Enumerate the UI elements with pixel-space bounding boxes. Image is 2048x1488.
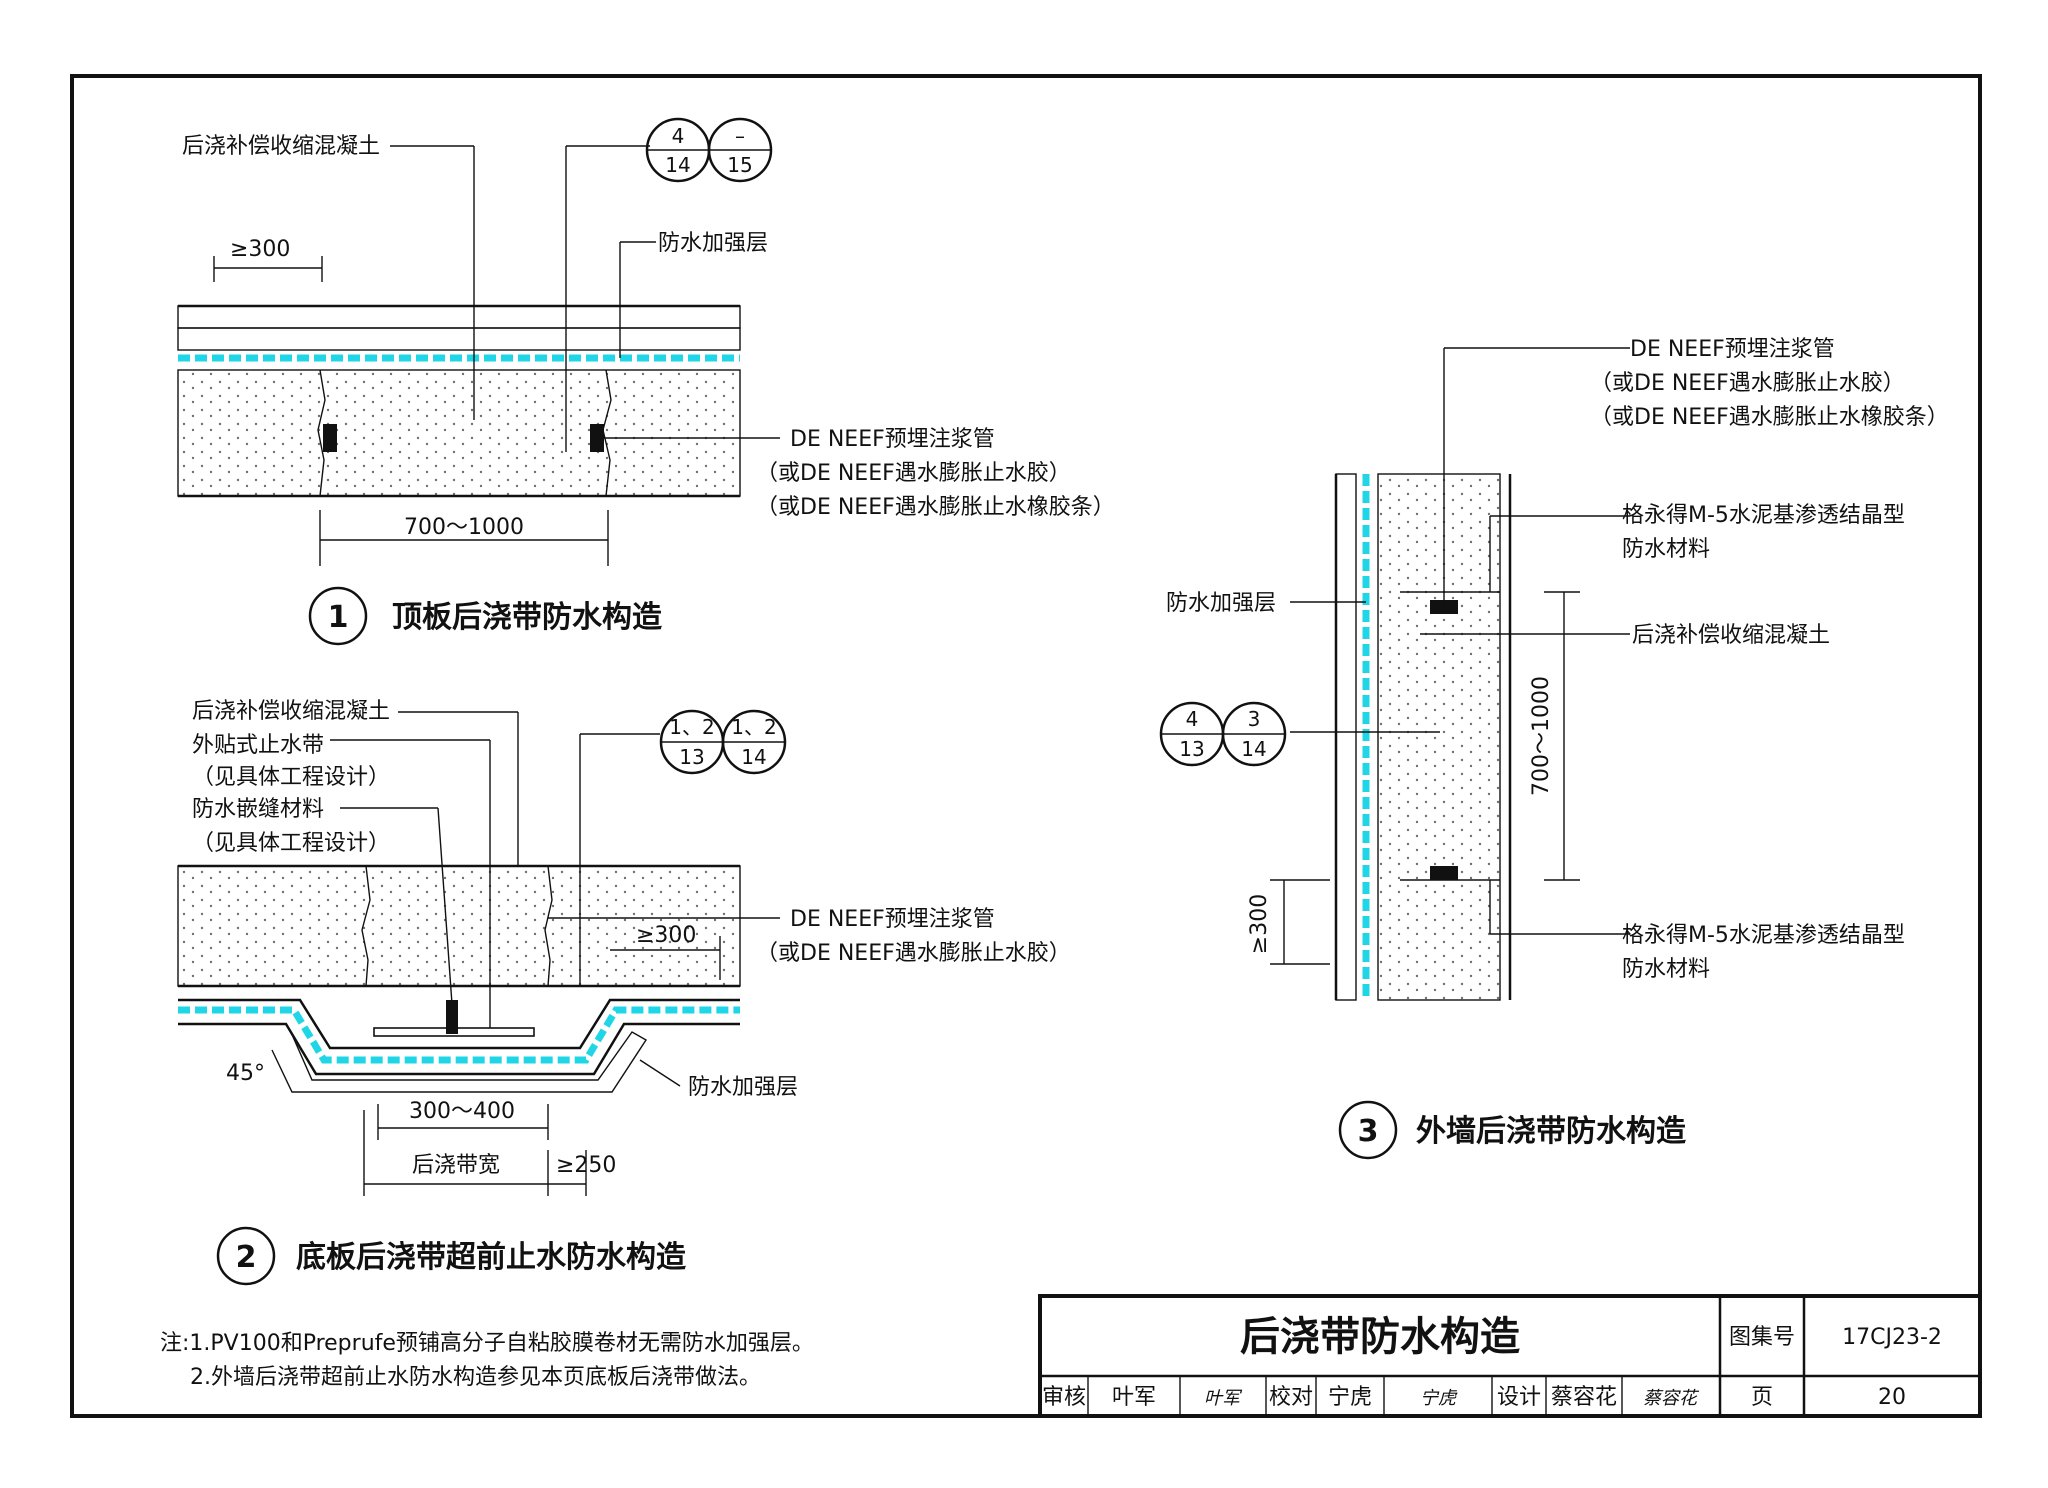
d2-sealant-label: 防水嵌缝材料	[192, 797, 324, 822]
signature-review: 叶军	[1204, 1388, 1243, 1409]
atlas-number: 17CJ23-2	[1842, 1325, 1942, 1350]
d2-concrete-label: 后浇补偿收缩混凝土	[192, 699, 390, 724]
d2-dim-300-400: 300～400	[409, 1099, 515, 1124]
sheet-title: 后浇带防水构造	[1240, 1314, 1520, 1360]
blinding-layer	[271, 1029, 647, 1093]
d2-ref2-top: 1、2	[731, 715, 776, 739]
d3-reinforce-label: 防水加强层	[1166, 591, 1276, 616]
d2-dim-300: ≥300	[636, 923, 696, 948]
wall-insulation	[1335, 473, 1357, 1001]
d3-ref2-bot: 14	[1241, 737, 1266, 761]
base-outline	[178, 998, 740, 1050]
page-label: 页	[1751, 1385, 1773, 1410]
d2-width-label: 后浇带宽	[412, 1153, 500, 1178]
name-design: 蔡容花	[1551, 1385, 1617, 1410]
external-waterstop	[373, 1000, 535, 1037]
name-check: 宁虎	[1328, 1385, 1372, 1410]
signature-check: 宁虎	[1420, 1388, 1458, 1409]
d2-see-2: （见具体工程设计）	[192, 831, 390, 856]
protective-layer	[177, 305, 741, 329]
grout-pipe-top	[1430, 600, 1458, 614]
d1-pipe-line1: DE NEEF预埋注浆管	[790, 427, 995, 452]
d2-waterstop-label: 外贴式止水带	[192, 733, 324, 758]
d3-crystal-1a: 格永得M-5水泥基渗透结晶型	[1622, 503, 1905, 528]
d2-title: 底板后浇带超前止水防水构造	[296, 1240, 686, 1275]
signature-design: 蔡容花	[1643, 1388, 1700, 1409]
d1-ref1-top: 4	[672, 124, 685, 148]
d3-pipe-line1: DE NEEF预埋注浆管	[1630, 337, 1835, 362]
d1-ref1-bot: 14	[665, 153, 690, 177]
d3-title: 外墙后浇带防水构造	[1416, 1114, 1686, 1149]
d3-pipe-line2: （或DE NEEF遇水膨胀止水胶）	[1590, 371, 1905, 396]
d1-reinforce-label: 防水加强层	[658, 231, 768, 256]
role-review: 审核	[1042, 1385, 1086, 1410]
d2-number: 2	[236, 1240, 257, 1275]
grout-pipe-bottom	[1430, 866, 1458, 880]
d2-reinforce-label: 防水加强层	[688, 1075, 798, 1100]
d2-angle: 45°	[226, 1061, 265, 1086]
d1-ref2-top: –	[735, 124, 745, 148]
d3-dim-300: ≥300	[1247, 894, 1272, 954]
d2-pipe-line1: DE NEEF预埋注浆管	[790, 907, 995, 932]
name-review: 叶军	[1112, 1385, 1156, 1410]
d3-number: 3	[1358, 1114, 1379, 1149]
d1-title: 顶板后浇带防水构造	[392, 600, 662, 635]
waterproof-membrane-2	[178, 1006, 740, 1064]
d2-ref1-top: 1、2	[669, 715, 714, 739]
d1-dim-top: ≥300	[230, 237, 290, 262]
grout-pipe-right	[590, 424, 604, 452]
d1-number: 1	[328, 600, 349, 635]
d3-pipe-line3: （或DE NEEF遇水膨胀止水橡胶条）	[1590, 405, 1949, 430]
title-block	[1038, 1294, 1982, 1418]
d2-ref1-bot: 13	[679, 745, 704, 769]
grout-pipe-left	[323, 424, 337, 452]
d3-dim-height: 700～1000	[1529, 676, 1554, 796]
diagram-2-base-slab	[177, 709, 787, 1286]
d3-ref2-top: 3	[1248, 707, 1261, 731]
atlas-label: 图集号	[1729, 1325, 1795, 1350]
role-check: 校对	[1269, 1385, 1313, 1410]
d3-ref1-top: 4	[1186, 707, 1199, 731]
d1-dim-bottom: 700～1000	[404, 515, 524, 540]
insulation-layer	[177, 327, 741, 351]
d3-concrete-label: 后浇补偿收缩混凝土	[1632, 623, 1830, 648]
drawing-frame	[70, 74, 1982, 1418]
d1-concrete-label: 后浇补偿收缩混凝土	[182, 134, 380, 159]
d2-ref2-bot: 14	[741, 745, 766, 769]
page-number: 20	[1878, 1385, 1906, 1410]
note-line-2: 2.外墙后浇带超前止水防水构造参见本页底板后浇带做法。	[190, 1365, 761, 1390]
diagram-1-roof-slab	[177, 117, 780, 646]
d2-see-1: （见具体工程设计）	[192, 765, 390, 790]
d2-dim-250: ≥250	[556, 1153, 616, 1178]
d2-pipe-line2: （或DE NEEF遇水膨胀止水胶）	[756, 941, 1071, 966]
note-line-1: 注:1.PV100和Preprufe预铺高分子自粘胶膜卷材无需防水加强层。	[160, 1331, 814, 1356]
d1-pipe-line2: （或DE NEEF遇水膨胀止水胶）	[756, 461, 1071, 486]
role-design: 设计	[1497, 1385, 1541, 1410]
d3-crystal-2b: 防水材料	[1622, 957, 1710, 982]
d3-crystal-2a: 格永得M-5水泥基渗透结晶型	[1622, 923, 1905, 948]
d3-crystal-1b: 防水材料	[1622, 537, 1710, 562]
joint-left	[317, 369, 326, 497]
d1-ref2-bot: 15	[727, 153, 752, 177]
d3-ref1-bot: 13	[1179, 737, 1204, 761]
d1-pipe-line3: （或DE NEEF遇水膨胀止水橡胶条）	[756, 495, 1115, 520]
diagram-3-exterior-wall	[1159, 347, 1630, 1160]
